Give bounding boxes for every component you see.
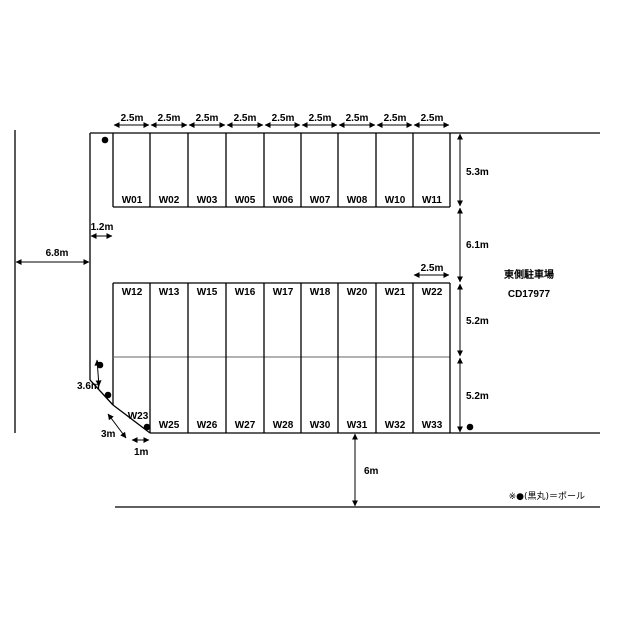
space-label: W25 [159, 420, 180, 431]
pole-marker [466, 423, 474, 431]
space-label: W28 [273, 420, 294, 431]
space-label: W30 [310, 420, 331, 431]
pole-marker [143, 423, 151, 431]
dim-label: 2.5m [384, 113, 407, 124]
dim-label: 2.5m [309, 113, 332, 124]
dim-aisle: 6.1m [466, 240, 489, 251]
dim-label: 2.5m [234, 113, 257, 124]
space-label: W08 [347, 195, 368, 206]
dim-label: 2.5m [158, 113, 181, 124]
space-label: W05 [235, 195, 256, 206]
space-label: W01 [122, 195, 143, 206]
bottom-row-labels: W23 W25 W26 W27 W28 W30 W31 W32 W33 [128, 411, 443, 431]
dim-right-bot: 5.2m [466, 391, 489, 402]
dim-diag-1m: 1m [134, 447, 149, 458]
space-label: W32 [385, 420, 406, 431]
dim-label: 2.5m [121, 113, 144, 124]
space-label: W16 [235, 287, 256, 298]
dim-right-mid: 5.2m [466, 316, 489, 327]
dim-label: 2.5m [272, 113, 295, 124]
space-label: W20 [347, 287, 368, 298]
top-row-labels: W01 W02 W03 W05 W06 W07 W08 W10 W11 [122, 195, 443, 206]
space-label: W06 [273, 195, 294, 206]
space-label: W21 [385, 287, 406, 298]
lower-block-stalls [112, 282, 451, 433]
corner-diagonal-2 [112, 404, 151, 434]
space-label: W17 [273, 287, 294, 298]
space-label: W07 [310, 195, 331, 206]
dim-diag-3m: 3m [101, 429, 116, 440]
space-label: W33 [422, 420, 443, 431]
space-label: W10 [385, 195, 406, 206]
lot-name: 東側駐車場 [504, 268, 554, 281]
space-label: W22 [422, 287, 443, 298]
dim-label: 2.5m [346, 113, 369, 124]
dim-label: 2.5m [196, 113, 219, 124]
lot-code: CD17977 [508, 289, 551, 300]
diag-arrow-3m [107, 413, 127, 439]
space-label: W27 [235, 420, 256, 431]
top-row-stalls [112, 133, 451, 208]
diag-arrow-36 [94, 359, 102, 387]
dim-diag-36: 3.6m [77, 381, 100, 392]
dim-left-offset: 6.8m [46, 248, 69, 259]
space-label: W12 [122, 287, 143, 298]
space-label: W15 [197, 287, 218, 298]
space-label: W13 [159, 287, 180, 298]
dim-label: 2.5m [421, 113, 444, 124]
top-dimension-labels: 2.5m 2.5m 2.5m 2.5m 2.5m 2.5m 2.5m 2.5m … [121, 113, 444, 124]
space-label: W02 [159, 195, 180, 206]
space-label: W26 [197, 420, 218, 431]
space-label: W23 [128, 411, 149, 422]
dim-row2-last: 2.5m [421, 263, 444, 274]
space-label: W11 [422, 195, 442, 206]
dim-bottom: 6m [364, 466, 379, 477]
legend-note: ※●(黒丸)＝ポール [509, 490, 585, 502]
dim-right-top: 5.3m [466, 167, 489, 178]
corner-diagonal [89, 379, 114, 406]
space-label: W03 [197, 195, 218, 206]
middle-row-labels: W12 W13 W15 W16 W17 W18 W20 W21 W22 [122, 287, 443, 298]
space-label: W31 [347, 420, 368, 431]
pole-marker [101, 136, 109, 144]
dim-left-gap: 1.2m [91, 222, 114, 233]
pole-marker [104, 391, 112, 399]
space-label: W18 [310, 287, 331, 298]
